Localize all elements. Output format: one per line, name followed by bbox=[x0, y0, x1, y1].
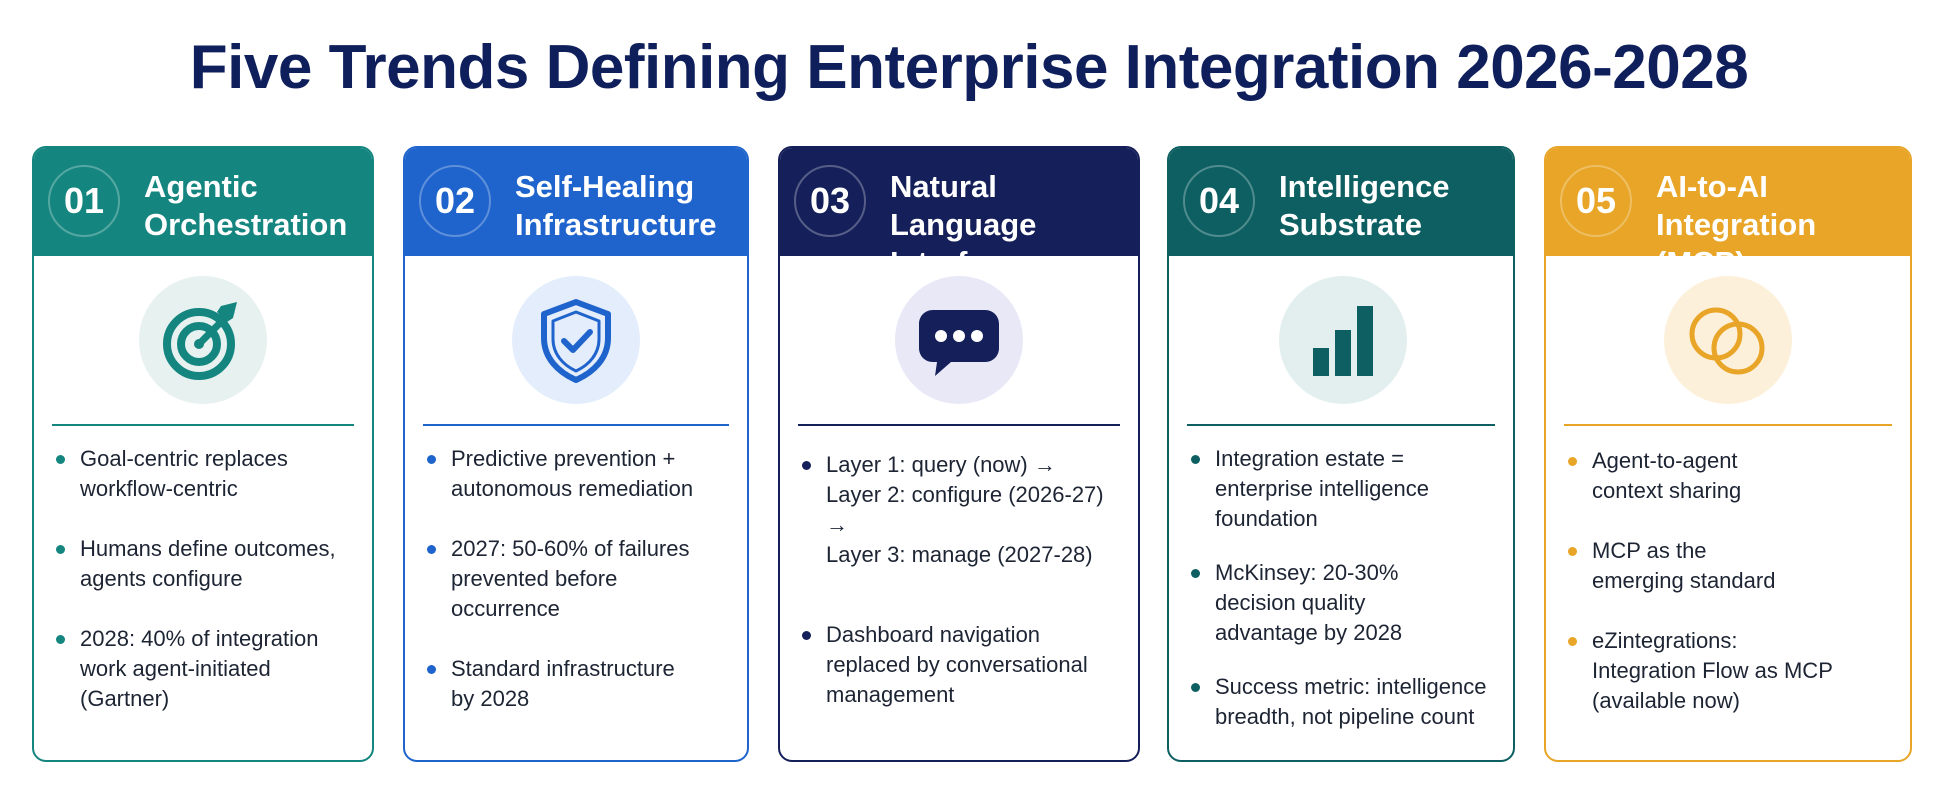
list-item: McKinsey: 20-30% decision quality advant… bbox=[1187, 558, 1503, 648]
card-header: 01 Agentic Orchestration bbox=[34, 148, 372, 256]
icon-circle bbox=[1279, 276, 1407, 404]
divider bbox=[52, 424, 354, 426]
list-item: Agent-to-agent context sharing bbox=[1564, 446, 1900, 506]
divider bbox=[1187, 424, 1495, 426]
trend-card-2: 02 Self-Healing Infrastructure Predictiv… bbox=[403, 146, 749, 762]
icon-circle bbox=[895, 276, 1023, 404]
card-number: 02 bbox=[419, 165, 491, 237]
list-item: Goal-centric replaces workflow-centric bbox=[52, 444, 362, 504]
trend-card-1: 01 Agentic Orchestration Goal-centric re… bbox=[32, 146, 374, 762]
list-item: eZintegrations: Integration Flow as MCP … bbox=[1564, 626, 1900, 716]
trend-card-4: 04 Intelligence Substrate Integration es… bbox=[1167, 146, 1515, 762]
card-title: AI-to-AI Integration (MCP) bbox=[1656, 169, 1817, 280]
page-title: Five Trends Defining Enterprise Integrat… bbox=[189, 33, 1749, 102]
divider bbox=[1564, 424, 1892, 426]
trend-card-3: 03 Natural Language Interface Layer 1: q… bbox=[778, 146, 1140, 762]
list-item: Layer 1: query (now) → Layer 2: configur… bbox=[798, 450, 1128, 570]
card-number: 04 bbox=[1183, 165, 1255, 237]
bullet-list: Integration estate = enterprise intellig… bbox=[1187, 444, 1503, 760]
bullet-list: Layer 1: query (now) → Layer 2: configur… bbox=[798, 450, 1128, 740]
bullet-list: Goal-centric replaces workflow-centric H… bbox=[52, 444, 362, 744]
list-item: Dashboard navigation replaced by convers… bbox=[798, 620, 1128, 710]
list-item: 2028: 40% of integration work agent-init… bbox=[52, 624, 362, 714]
divider bbox=[798, 424, 1120, 426]
list-item: Humans define outcomes, agents configure bbox=[52, 534, 362, 594]
card-header: 03 Natural Language Interface bbox=[780, 148, 1138, 280]
list-item: 2027: 50-60% of failures prevented befor… bbox=[423, 534, 737, 624]
card-title: Agentic Orchestration bbox=[144, 169, 348, 242]
icon-circle bbox=[1664, 276, 1792, 404]
icon-circle bbox=[139, 276, 267, 404]
list-item: Integration estate = enterprise intellig… bbox=[1187, 444, 1503, 534]
card-number: 03 bbox=[794, 165, 866, 237]
card-title: Self-Healing Infrastructure bbox=[515, 169, 717, 242]
chat-bubble-icon bbox=[919, 310, 999, 376]
card-title: Natural Language Interface bbox=[890, 169, 1037, 280]
trend-card-5: 05 AI-to-AI Integration (MCP) Agent-to-a… bbox=[1544, 146, 1912, 762]
card-title: Intelligence Substrate bbox=[1279, 169, 1450, 242]
card-number: 01 bbox=[48, 165, 120, 237]
list-item: Standard infrastructure by 2028 bbox=[423, 654, 737, 714]
card-number: 05 bbox=[1560, 165, 1632, 237]
icon-circle bbox=[512, 276, 640, 404]
list-item: Predictive prevention + autonomous remed… bbox=[423, 444, 737, 504]
divider bbox=[423, 424, 729, 426]
target-arrow-icon bbox=[163, 302, 237, 380]
card-header: 04 Intelligence Substrate bbox=[1169, 148, 1513, 256]
bullet-list: Predictive prevention + autonomous remed… bbox=[423, 444, 737, 744]
bullet-list: Agent-to-agent context sharing MCP as th… bbox=[1564, 446, 1900, 746]
list-item: MCP as the emerging standard bbox=[1564, 536, 1900, 596]
linked-circles-icon bbox=[1689, 307, 1765, 375]
bar-chart-icon bbox=[1313, 306, 1373, 376]
card-header: 02 Self-Healing Infrastructure bbox=[405, 148, 747, 256]
card-header: 05 AI-to-AI Integration (MCP) bbox=[1546, 148, 1910, 280]
shield-check-icon bbox=[541, 299, 611, 383]
list-item: Success metric: intelligence breadth, no… bbox=[1187, 672, 1503, 732]
